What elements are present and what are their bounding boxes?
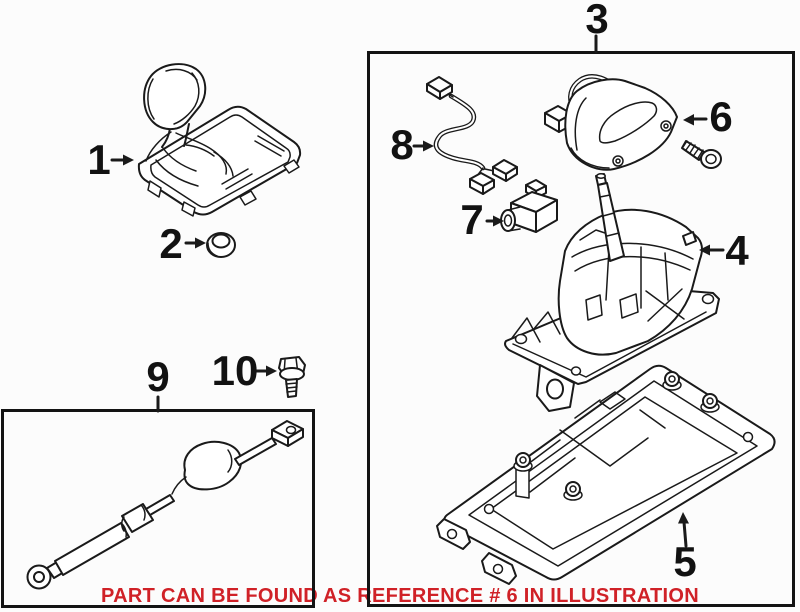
callout-label-9: 9 [146, 353, 170, 400]
part-9-shift-cable-drawing [26, 420, 304, 590]
part-8-wiring-harness-drawing [426, 76, 518, 195]
callout-label-2: 2 [159, 220, 183, 267]
part-4-shifter-assembly-drawing [504, 173, 720, 412]
part-10-bolt-drawing [278, 356, 306, 398]
callout-label-10: 10 [211, 347, 259, 394]
callout-label-5: 5 [673, 538, 697, 585]
callout-label-4: 4 [725, 227, 749, 274]
reference-note: PART CAN BE FOUND AS REFERENCE # 6 IN IL… [101, 585, 699, 607]
callout-label-8: 8 [390, 121, 414, 168]
part-2-bushing-drawing [206, 232, 236, 258]
callout-5-arrow [682, 520, 688, 548]
part-5-lower-housing-drawing [436, 364, 776, 585]
callout-label-6: 6 [709, 93, 733, 140]
assembly-3-frame [367, 51, 795, 607]
callout-label-7: 7 [460, 196, 484, 243]
part-1-shift-knob-boot-drawing [137, 63, 302, 217]
part-6-cover-drawing [544, 74, 722, 171]
part-7-solenoid-drawing [500, 179, 558, 233]
callout-label-3: 3 [585, 0, 609, 42]
callout-label-1: 1 [87, 136, 111, 183]
callout-arrows [110, 34, 725, 548]
